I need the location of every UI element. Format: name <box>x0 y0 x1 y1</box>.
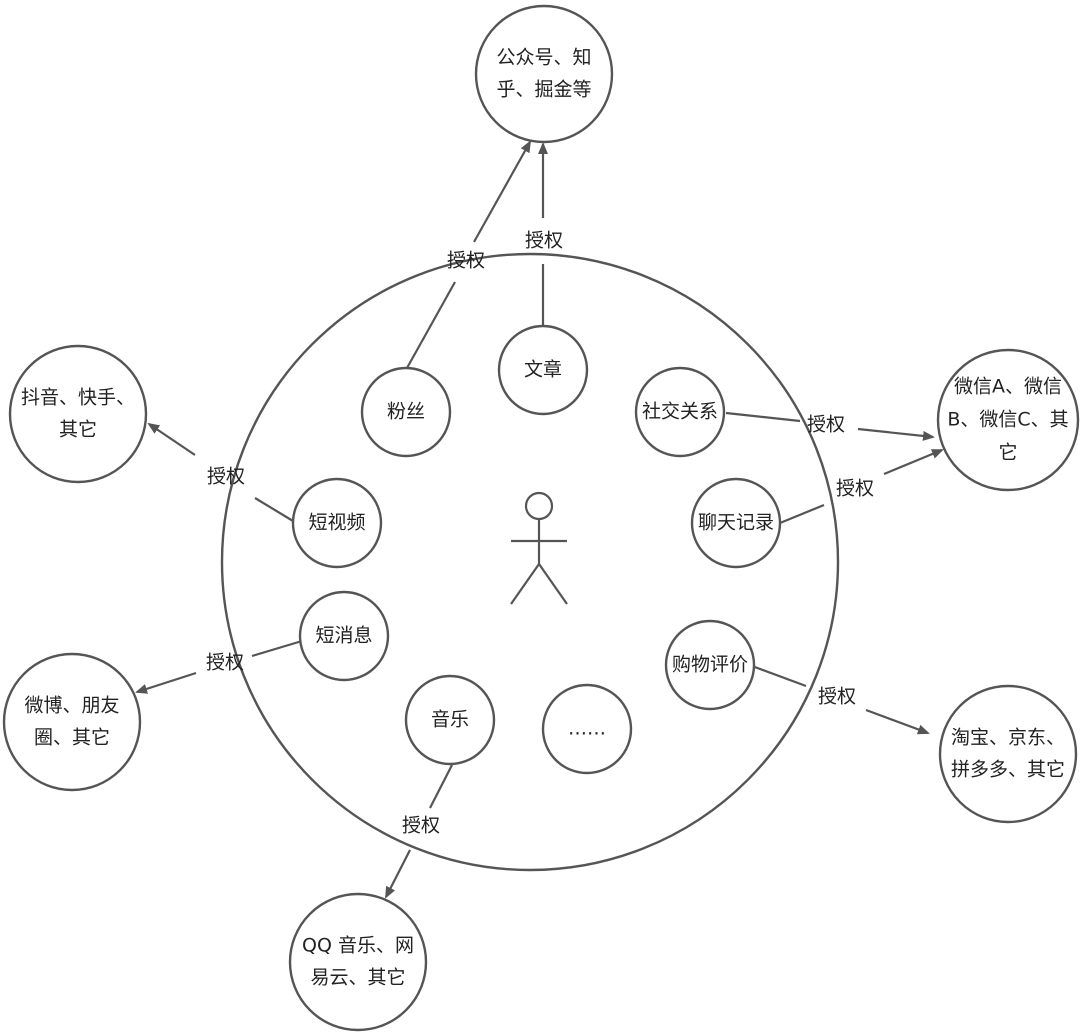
node-wechat-public-zhihu: 公众号、知 乎、掘金等 <box>474 4 614 144</box>
node-social-relations: 社交关系 <box>634 366 726 458</box>
edge-label-chat: 授权 <box>836 478 874 500</box>
svg-text:拼多多、其它: 拼多多、其它 <box>951 759 1065 781</box>
svg-text:社交关系: 社交关系 <box>642 401 718 423</box>
node-short-message: 短消息 <box>298 590 390 682</box>
node-article: 文章 <box>497 324 589 416</box>
svg-text:抖音、快手、: 抖音、快手、 <box>21 387 135 409</box>
node-qq-music-netease: QQ 音乐、网 易云、其它 <box>288 892 428 1032</box>
node-fans: 粉丝 <box>360 366 452 458</box>
edge-label-music: 授权 <box>402 815 440 837</box>
edge-chat-to-wechat-accounts <box>779 448 944 525</box>
edge-fans-to-wechat-public <box>406 140 531 369</box>
edge-shopping-to-taobao <box>751 664 930 735</box>
edge-label-short-message: 授权 <box>206 652 244 674</box>
svg-text:……: …… <box>568 718 606 740</box>
svg-text:公众号、知: 公众号、知 <box>496 47 591 69</box>
node-douyin-kuaishou: 抖音、快手、 其它 <box>8 344 148 484</box>
user-scope-circle <box>220 252 840 872</box>
node-taobao-jd-pdd: 淘宝、京东、 拼多多、其它 <box>938 684 1078 824</box>
node-chat-records: 聊天记录 <box>690 477 782 569</box>
edge-music-to-qq-music <box>385 764 453 899</box>
edge-short-video-to-douyin <box>147 422 294 522</box>
edge-social-to-wechat-accounts <box>725 411 935 441</box>
svg-text:微博、朋友: 微博、朋友 <box>24 695 119 717</box>
svg-text:QQ 音乐、网: QQ 音乐、网 <box>302 935 414 957</box>
node-shopping-review: 购物评价 <box>664 619 756 711</box>
svg-text:微信A、微信: 微信A、微信 <box>954 376 1062 398</box>
svg-text:乎、掘金等: 乎、掘金等 <box>496 79 591 101</box>
edge-label-shopping: 授权 <box>818 686 856 708</box>
node-wechat-accounts: 微信A、微信 B、微信C、其 它 <box>936 348 1080 492</box>
node-weibo-moments: 微博、朋友 圈、其它 <box>2 652 142 792</box>
svg-text:易云、其它: 易云、其它 <box>310 967 405 989</box>
edge-label-short-video: 授权 <box>207 466 245 488</box>
svg-text:圈、其它: 圈、其它 <box>34 727 110 749</box>
svg-text:购物评价: 购物评价 <box>672 654 748 676</box>
svg-text:短视频: 短视频 <box>308 512 365 534</box>
node-music: 音乐 <box>404 674 496 766</box>
svg-text:淘宝、京东、: 淘宝、京东、 <box>951 727 1065 749</box>
svg-text:短消息: 短消息 <box>315 625 372 647</box>
svg-text:B、微信C、其: B、微信C、其 <box>947 409 1068 431</box>
svg-text:粉丝: 粉丝 <box>387 401 425 423</box>
svg-text:音乐: 音乐 <box>431 709 469 731</box>
edge-label-fans: 授权 <box>447 250 485 272</box>
svg-text:其它: 其它 <box>59 419 97 441</box>
node-more: …… <box>541 683 633 775</box>
svg-text:它: 它 <box>998 442 1017 464</box>
edge-short-message-to-weibo <box>135 639 303 694</box>
edge-label-social: 授权 <box>807 414 845 436</box>
node-short-video: 短视频 <box>291 477 383 569</box>
svg-text:文章: 文章 <box>524 359 562 381</box>
edge-label-article: 授权 <box>525 230 563 252</box>
person-icon <box>510 491 568 605</box>
svg-text:聊天记录: 聊天记录 <box>698 512 774 534</box>
